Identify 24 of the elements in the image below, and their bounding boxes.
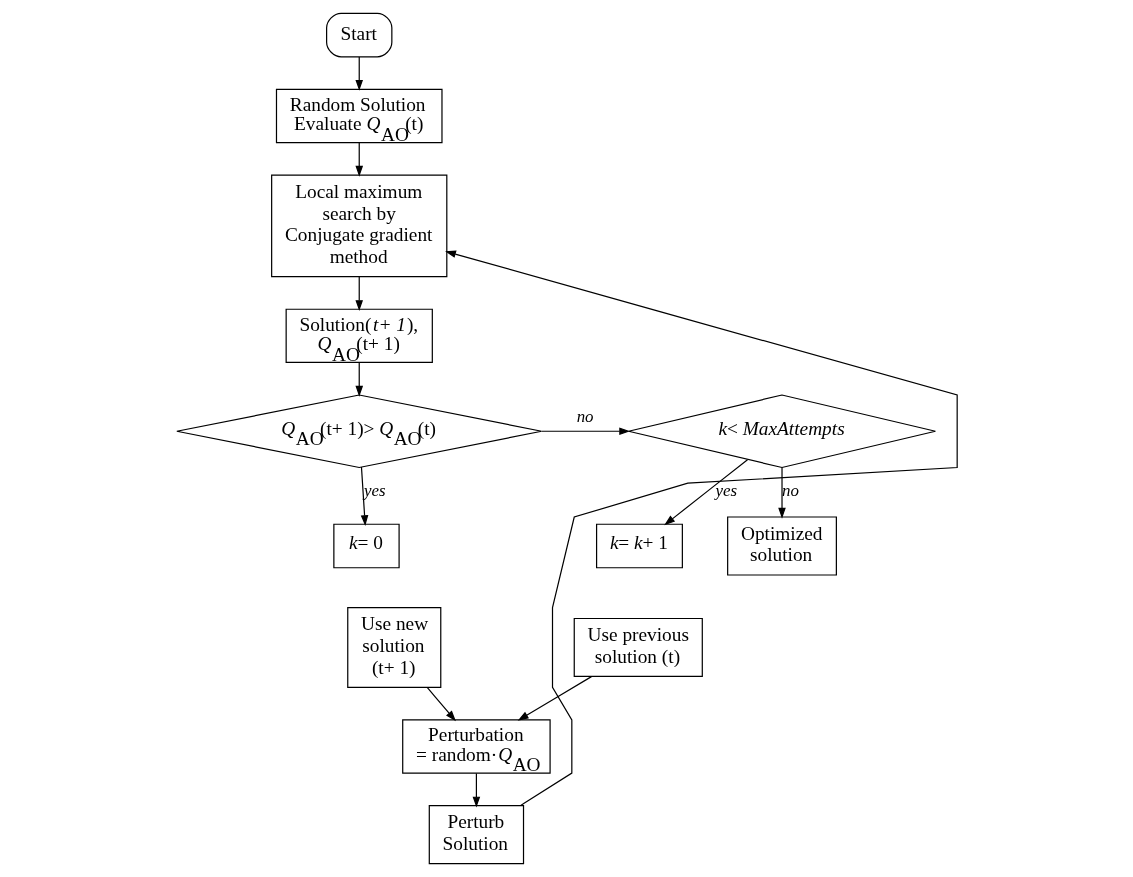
edge-label: yes [363,480,386,500]
arrow [426,686,456,722]
arrow [663,459,748,526]
node-diamond: k< MaxAttempts [627,394,936,469]
arrow [360,466,368,526]
arrow [777,467,786,519]
node-box: Perturb Solution [428,805,524,865]
node-box: Start [325,12,392,58]
arrow [354,276,363,312]
arrow [444,250,958,807]
arrow [354,142,363,177]
edge-label: no [576,406,594,426]
node-box: k= 0 [332,523,400,569]
arrow [354,56,363,91]
edge-label: yes [715,480,737,500]
node-box: Optimized solution [726,516,837,576]
node-box: Use previous solution (t) [573,617,703,678]
node-box: Local maximum search by Conjugate gradient method [270,174,447,278]
arrow [540,427,630,436]
node-box: k= k+ 1 [595,523,683,569]
arrow [472,772,480,808]
arrow [354,361,363,397]
node-box: Use new solution (t+ 1) [346,607,441,688]
arrow [517,676,592,721]
